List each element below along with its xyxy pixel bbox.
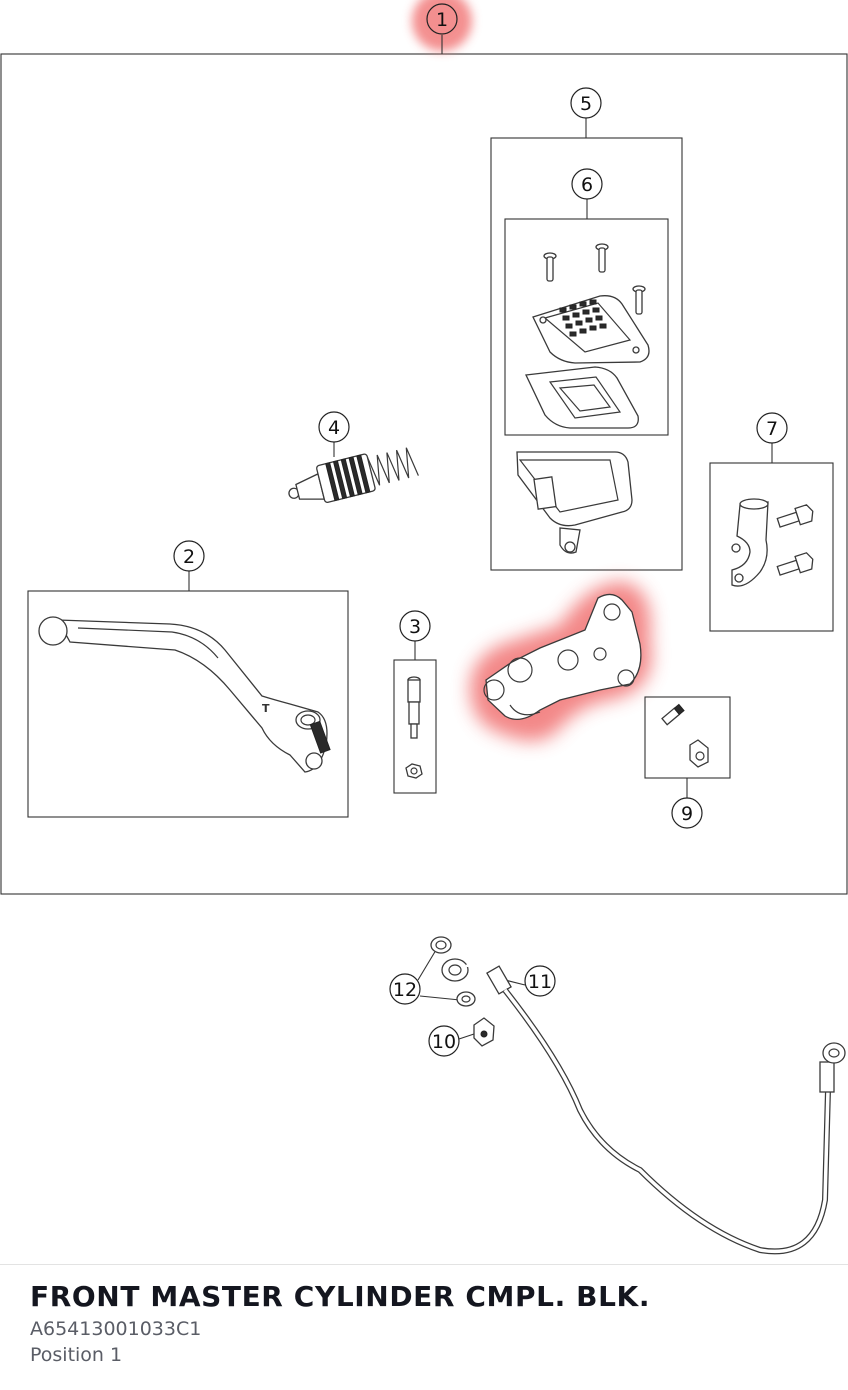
reservoir-cover bbox=[532, 295, 650, 364]
callout-3-label: 3 bbox=[409, 616, 421, 638]
callout-12[interactable]: 12 bbox=[389, 949, 461, 1005]
callout-1-label: 1 bbox=[436, 9, 448, 31]
bleed-cap bbox=[689, 739, 709, 768]
callout-11-label: 10 bbox=[432, 1031, 456, 1053]
callout-9-label: 9 bbox=[681, 803, 693, 825]
clamp-bolt-1 bbox=[776, 504, 814, 528]
bleed-screw bbox=[661, 703, 685, 726]
callout-3[interactable]: 3 bbox=[399, 610, 431, 660]
brake-lever: T bbox=[38, 616, 331, 773]
part-7-frame bbox=[709, 462, 834, 632]
reservoir-diaphragm bbox=[525, 366, 639, 429]
brake-hose bbox=[441, 958, 846, 1255]
callout-10-label: 11 bbox=[528, 971, 552, 993]
piston-kit bbox=[288, 447, 419, 503]
callout-6[interactable]: 6 bbox=[571, 168, 603, 219]
callout-4-label: 4 bbox=[328, 417, 340, 439]
svg-text:T: T bbox=[262, 702, 270, 715]
cover-screw-2 bbox=[595, 243, 609, 273]
pivot-nut bbox=[405, 763, 423, 779]
callout-7[interactable]: 7 bbox=[756, 412, 788, 463]
callout-6-label: 6 bbox=[581, 174, 593, 196]
cover-screw-1 bbox=[543, 252, 557, 282]
callout-11[interactable]: 10 bbox=[428, 1025, 475, 1057]
assembly-frame bbox=[0, 53, 848, 895]
cover-screw-3 bbox=[632, 285, 646, 315]
sealing-washer-lower bbox=[456, 991, 476, 1007]
part-title: FRONT MASTER CYLINDER CMPL. BLK. bbox=[30, 1280, 651, 1313]
reservoir-body bbox=[516, 451, 633, 554]
pivot-pin bbox=[407, 676, 421, 739]
callout-1[interactable]: 1 bbox=[412, 0, 472, 54]
clamp-bolt-2 bbox=[776, 552, 814, 576]
footer-divider bbox=[0, 1264, 848, 1265]
banjo-bolt bbox=[473, 1017, 495, 1047]
part-info-panel: FRONT MASTER CYLINDER CMPL. BLK. A654130… bbox=[30, 1278, 830, 1368]
master-cylinder-body bbox=[483, 593, 642, 721]
handlebar-clamp bbox=[731, 498, 769, 587]
exploded-parts-diagram: 1 5 6 bbox=[0, 0, 848, 1255]
part-position: Position 1 bbox=[30, 1344, 123, 1366]
callout-5[interactable]: 5 bbox=[570, 87, 602, 138]
sealing-washer-upper bbox=[430, 936, 452, 954]
part-number: A65413001033C1 bbox=[30, 1318, 202, 1340]
callout-2[interactable]: 2 bbox=[173, 540, 205, 591]
part-2-frame bbox=[27, 590, 349, 818]
callout-4[interactable]: 4 bbox=[318, 411, 350, 457]
master-cylinder-highlight[interactable] bbox=[470, 581, 652, 742]
part-9-frame bbox=[644, 696, 731, 779]
callout-9[interactable]: 9 bbox=[671, 778, 703, 829]
callout-2-label: 2 bbox=[183, 546, 195, 568]
callout-7-label: 7 bbox=[766, 418, 778, 440]
callout-10[interactable]: 11 bbox=[504, 965, 556, 997]
callout-12-label: 12 bbox=[393, 979, 417, 1001]
callout-5-label: 5 bbox=[580, 93, 592, 115]
